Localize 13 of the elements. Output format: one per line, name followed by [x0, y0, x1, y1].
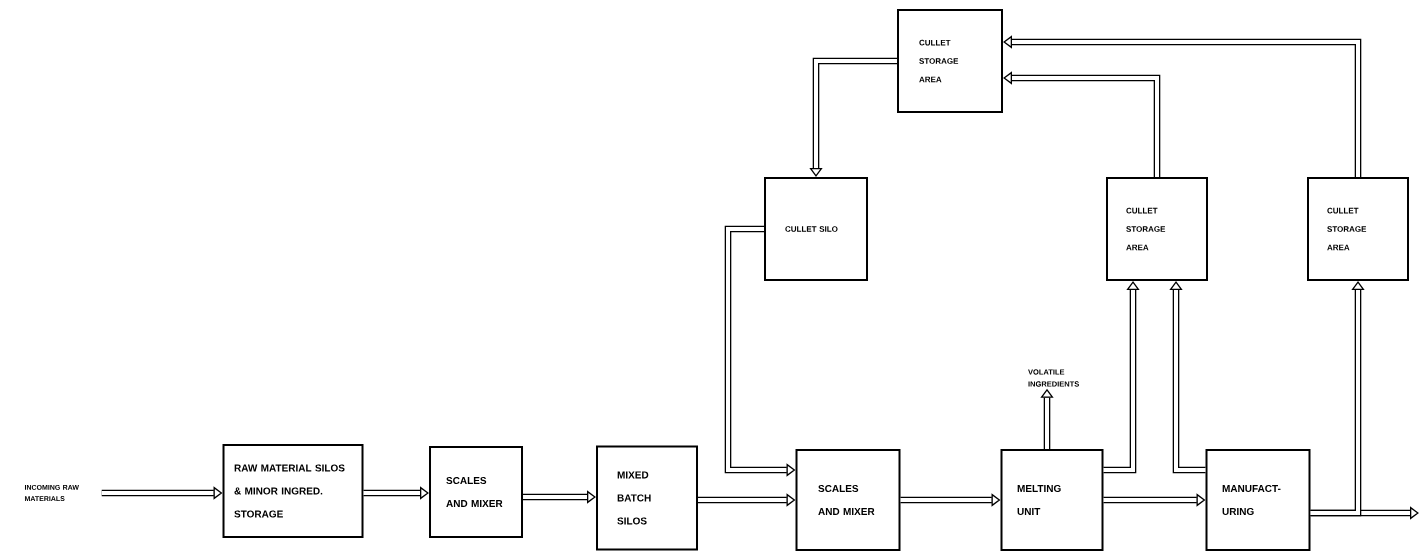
process-box: CULLET STORAGE AREA	[897, 9, 1003, 113]
process-box: SCALES AND MIXER	[795, 449, 901, 551]
process-box: RAW MATERIAL SILOS & MINOR INGRED. STORAGE	[222, 444, 364, 538]
process-box: SCALES AND MIXER	[429, 446, 523, 538]
process-box: CULLET STORAGE AREA	[1106, 177, 1208, 281]
process-box: MIXED BATCH SILOS	[596, 445, 698, 551]
process-box: MELTING UNIT	[1000, 449, 1104, 551]
process-box: CULLET STORAGE AREA	[1307, 177, 1409, 281]
flow-arrow	[1169, 281, 1206, 474]
flow-arrow	[1003, 35, 1362, 177]
flow-arrow	[1003, 71, 1161, 177]
process-box: CULLET SILO	[764, 177, 868, 281]
process-box: MANUFACT-URING	[1205, 449, 1311, 551]
